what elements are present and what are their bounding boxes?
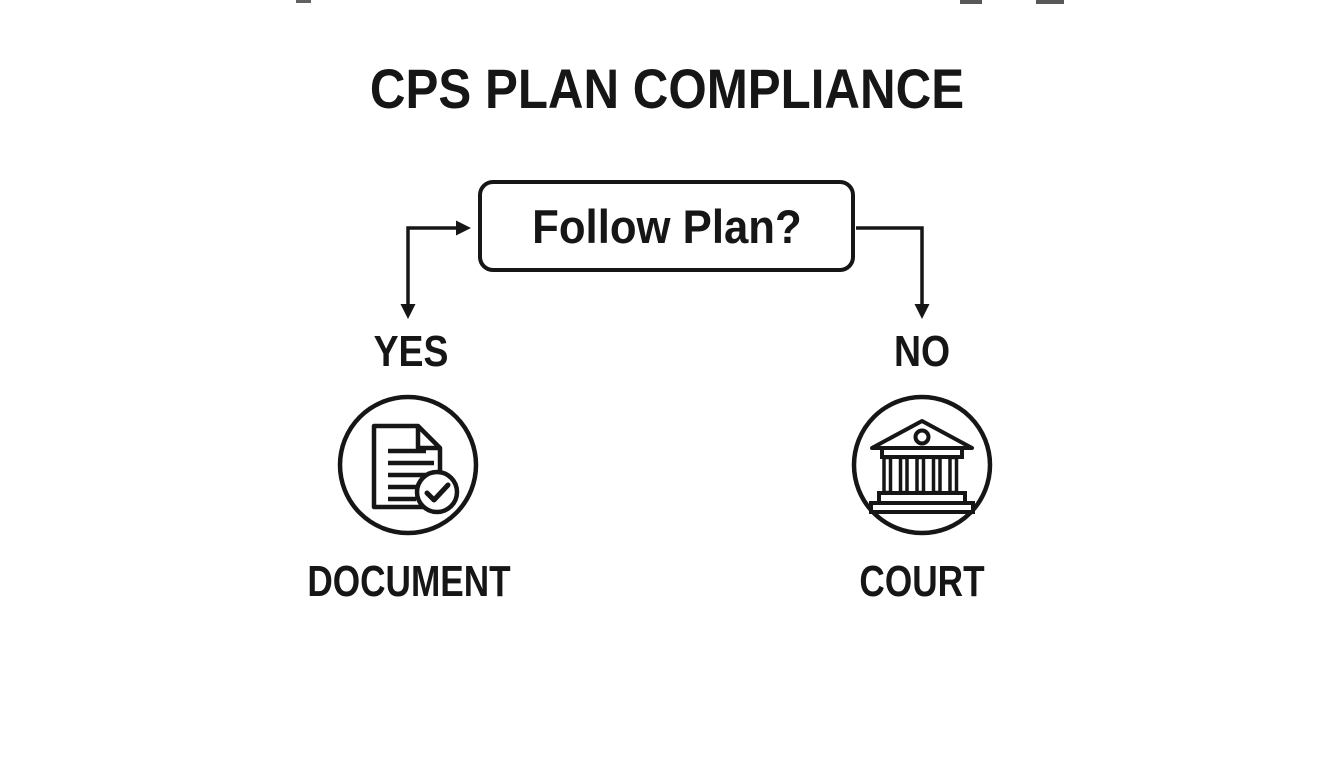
outcome-label-document: DOCUMENT	[307, 557, 511, 606]
arrow-down-icon	[400, 304, 416, 319]
courthouse-icon	[842, 385, 1002, 545]
page-title: CPS PLAN COMPLIANCE	[329, 61, 1004, 117]
decision-node-label: Follow Plan?	[531, 199, 802, 253]
edge-artifact	[1036, 0, 1064, 4]
branch-label-no: NO	[893, 327, 951, 376]
edge-artifact	[960, 0, 982, 4]
page-title-text: CPS PLAN COMPLIANCE	[369, 57, 965, 120]
arrow-down-icon	[914, 304, 930, 319]
decision-node-follow-plan: Follow Plan?	[478, 180, 855, 272]
edge-artifact	[296, 0, 311, 3]
outcome-label-court: COURT	[859, 557, 985, 606]
document-check-icon	[328, 385, 488, 545]
branch-label-yes: YES	[373, 327, 449, 376]
no-connector-line	[856, 226, 924, 309]
yes-connector-line	[406, 226, 458, 309]
arrow-right-icon	[456, 220, 471, 236]
